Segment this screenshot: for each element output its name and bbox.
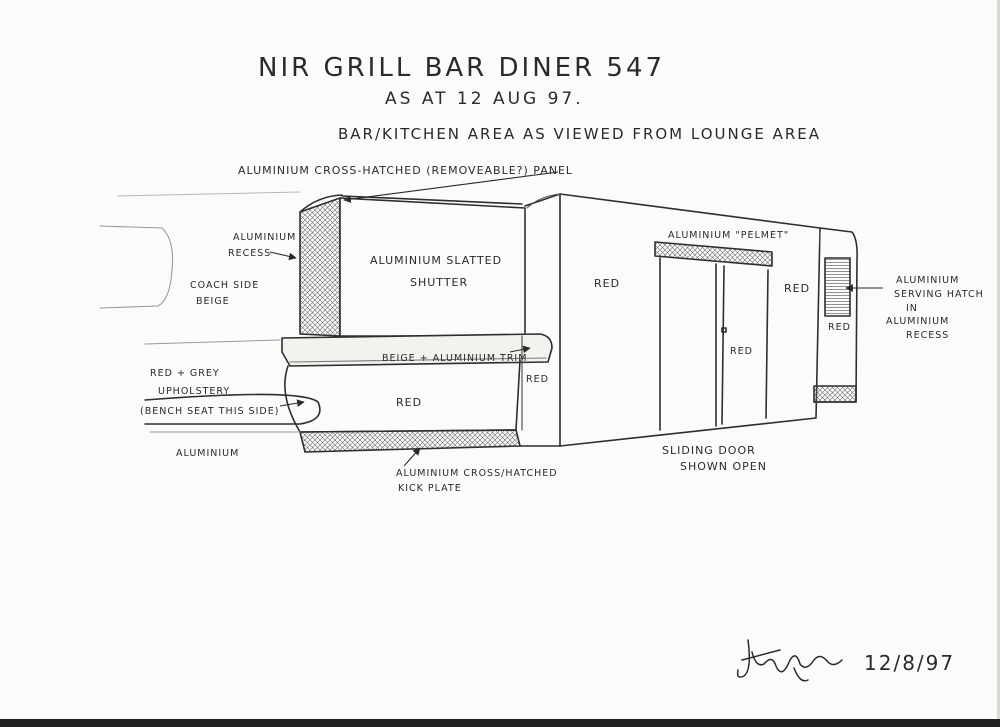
label-pelmet: ALUMINIUM "PELMET" (668, 230, 789, 241)
label-door-2: SHOWN OPEN (680, 460, 767, 473)
label-hatch-red: RED (828, 322, 851, 333)
label-corner-red: RED (526, 374, 549, 385)
bench-seat-outline (144, 393, 321, 425)
right-recess (813, 227, 858, 403)
sketch-subtitle: AS AT 12 AUG 97. (385, 89, 584, 109)
label-upholstery-1: RED + GREY (150, 368, 220, 379)
paper-edge (997, 0, 1000, 727)
label-shutter-1: ALUMINIUM SLATTED (370, 254, 502, 267)
signature-date: 12/8/97 (864, 651, 955, 675)
coach-ceiling-line (117, 191, 301, 197)
label-trim: BEIGE + ALUMINIUM TRIM (382, 353, 527, 364)
serving-hatch (824, 257, 851, 317)
label-aluminium-floor: ALUMINIUM (176, 448, 239, 459)
door-right-jamb (765, 269, 769, 419)
door-handle (721, 327, 727, 333)
coach-window-outline (99, 225, 174, 309)
kitchen-block (559, 193, 821, 447)
corner-wall (519, 193, 561, 447)
label-hatch-4: ALUMINIUM (886, 316, 949, 327)
pelmet (654, 241, 773, 267)
sketch-description: BAR/KITCHEN AREA AS VIEWED FROM LOUNGE A… (338, 125, 821, 143)
label-coach-side-1: COACH SIDE (190, 280, 259, 291)
label-upholstery-2: UPHOLSTERY (158, 386, 230, 397)
aluminium-recess (299, 197, 341, 337)
label-hatch-1: ALUMINIUM (896, 275, 959, 286)
label-shutter-2: SHUTTER (410, 276, 468, 289)
label-bench-seat: (BENCH SEAT THIS SIDE) (140, 406, 279, 417)
label-wall-red: RED (594, 277, 620, 290)
scan-border (0, 719, 1000, 727)
sketch-title: NIR GRILL BAR DINER 547 (258, 53, 665, 83)
kick-plate (299, 429, 521, 453)
recess-top-curve (299, 194, 343, 213)
door-panel-split-2 (721, 265, 725, 425)
label-panel: ALUMINIUM CROSS-HATCHED (REMOVEABLE?) PA… (238, 164, 573, 177)
label-door-red: RED (730, 346, 753, 357)
label-counter-red: RED (396, 396, 422, 409)
counter-trim (281, 333, 553, 367)
label-coach-side-2: BEIGE (196, 296, 230, 307)
label-recess-1: ALUMINIUM (233, 232, 296, 243)
label-recess-2: RECESS (228, 248, 271, 259)
signature (736, 639, 843, 682)
label-door-1: SLIDING DOOR (662, 444, 756, 457)
label-kick-2: KICK PLATE (398, 483, 462, 494)
label-hatch-5: RECESS (906, 330, 949, 341)
label-right-red: RED (784, 282, 810, 295)
label-hatch-3: IN (906, 303, 918, 314)
right-kick (813, 385, 857, 403)
label-hatch-2: SERVING HATCH (894, 289, 984, 300)
shutter-top-edge (341, 195, 523, 205)
label-kick-1: ALUMINIUM CROSS/HATCHED (396, 468, 558, 479)
shutter-panel (339, 197, 526, 337)
